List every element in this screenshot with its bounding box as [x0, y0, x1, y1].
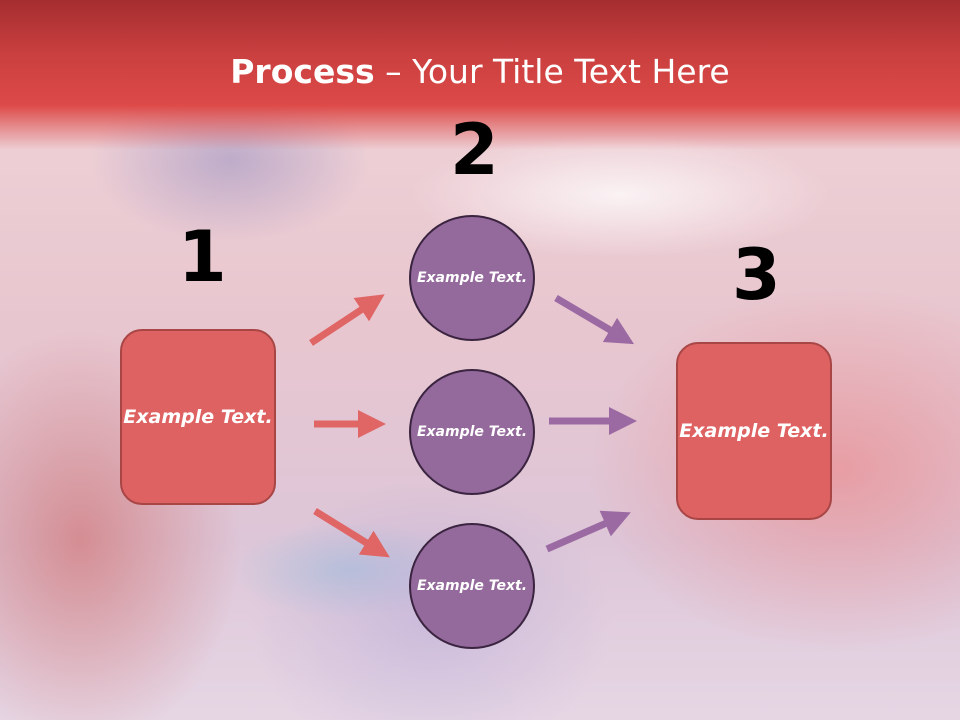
- step-number-1: 1: [178, 216, 227, 298]
- left-box-text: Example Text.: [123, 405, 273, 428]
- right-box-text: Example Text.: [679, 419, 829, 442]
- middle-circle-text: Example Text.: [416, 423, 528, 440]
- title-rest: – Your Title Text Here: [374, 52, 730, 91]
- bottom-circle-text: Example Text.: [416, 577, 528, 594]
- arrow-left-to-bottom: [313, 508, 390, 558]
- middle-circle: Example Text.: [409, 369, 535, 495]
- left-box: Example Text.: [120, 329, 276, 505]
- top-circle-text: Example Text.: [416, 269, 528, 286]
- arrow-left-to-top: [309, 294, 385, 346]
- arrow-bottom-to-right: [545, 510, 631, 553]
- header-band: [0, 0, 960, 150]
- arrow-top-to-right: [554, 294, 635, 345]
- top-circle: Example Text.: [409, 215, 535, 341]
- slide-title: Process – Your Title Text Here: [0, 52, 960, 91]
- bottom-circle: Example Text.: [409, 523, 535, 649]
- step-number-2: 2: [450, 109, 499, 191]
- right-box: Example Text.: [676, 342, 832, 520]
- step-number-3: 3: [732, 234, 781, 316]
- title-bold: Process: [230, 52, 375, 91]
